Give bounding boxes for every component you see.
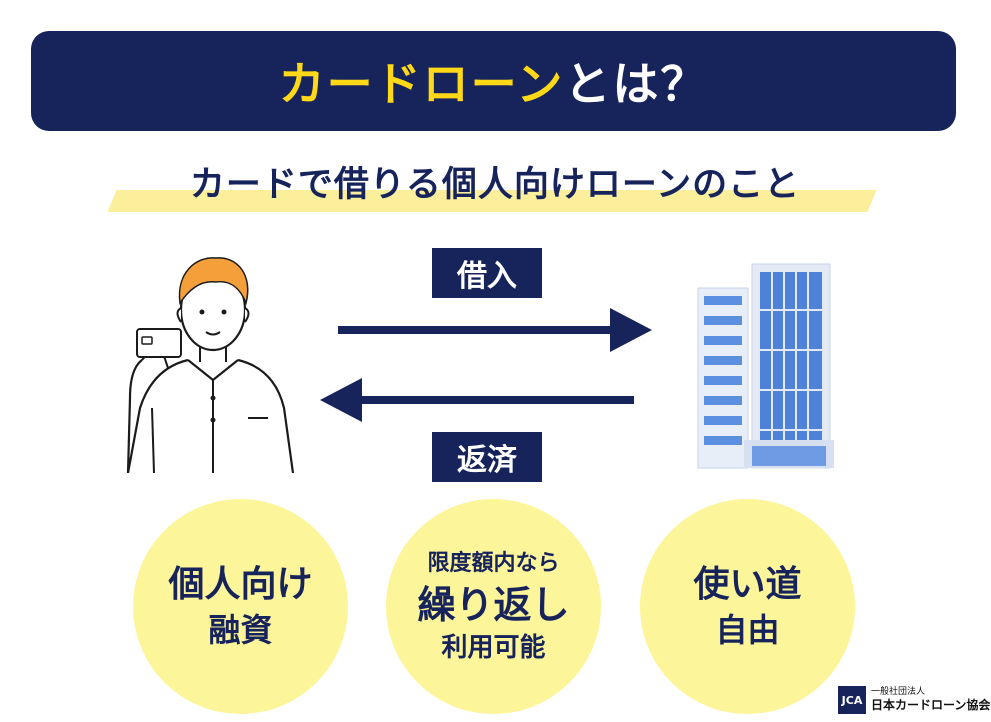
- subtitle: カードで借りる個人向けローンのこと: [189, 165, 801, 205]
- logo-mark: JCA: [838, 686, 866, 714]
- credit-card-icon: [136, 328, 182, 358]
- arrow-left-icon: [320, 378, 634, 422]
- feature-free-use: 使い道 自由: [640, 499, 855, 714]
- logo-line-1: 一般社団法人: [871, 687, 926, 697]
- feature-personal-loan: 個人向け 融資: [133, 499, 348, 714]
- logo-line-2: 日本カードローン協会: [871, 698, 991, 712]
- title-banner: カードローンとは？: [31, 31, 956, 131]
- feature-repeat-use: 限度額内なら 繰り返し 利用可能: [386, 499, 601, 714]
- subtitle-block: カードで借りる個人向けローンのこと: [100, 150, 890, 220]
- feature-3-line-2: 自由: [715, 610, 780, 649]
- feature-1-line-1: 個人向け: [168, 563, 313, 605]
- arrow-right-icon: [338, 308, 652, 352]
- title-rest: とは？: [564, 57, 709, 111]
- feature-1-line-2: 融資: [208, 610, 273, 649]
- repay-label: 返済: [432, 432, 542, 482]
- building-icon: [697, 263, 834, 469]
- borrow-label: 借入: [432, 248, 542, 298]
- page-title: カードローンとは？: [279, 48, 709, 114]
- person-icon: [126, 257, 295, 473]
- feature-3-line-1: 使い道: [693, 563, 802, 605]
- association-logo: JCA 一般社団法人 日本カードローン協会: [838, 685, 990, 715]
- feature-2-line-2: 繰り返し: [417, 582, 570, 627]
- title-accent: カードローン: [278, 57, 565, 111]
- feature-2-line-3: 利用可能: [441, 632, 546, 663]
- feature-2-line-1: 限度額内なら: [427, 550, 560, 576]
